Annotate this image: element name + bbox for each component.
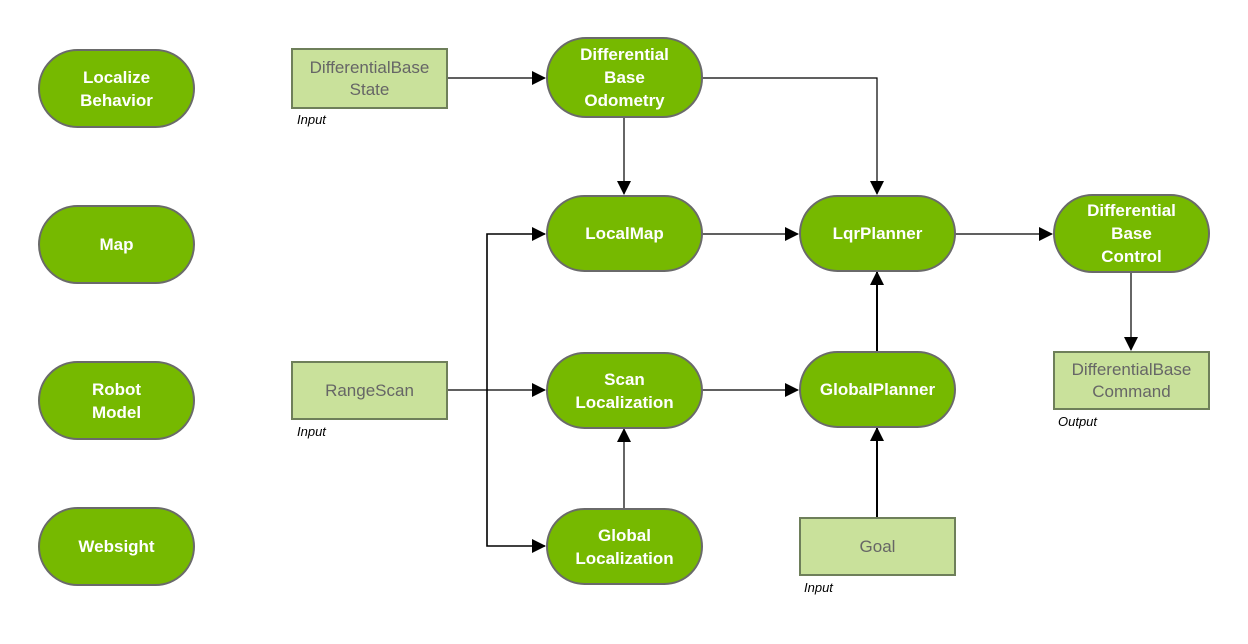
- message-goal[interactable]: Goal: [799, 517, 956, 576]
- node-localmap[interactable]: LocalMap: [546, 195, 703, 272]
- node-lqrplanner[interactable]: LqrPlanner: [799, 195, 956, 272]
- node-differential-base-control[interactable]: Differential Base Control: [1053, 194, 1210, 273]
- node-websight[interactable]: Websight: [38, 507, 195, 586]
- message-io-label: Output: [1058, 414, 1098, 429]
- edge-rangescan-to-globallocalization: [486, 390, 546, 553]
- node-globalplanner[interactable]: GlobalPlanner: [799, 351, 956, 428]
- node-robot-model[interactable]: Robot Model: [38, 361, 195, 440]
- node-differential-base-odometry[interactable]: Differential Base Odometry: [546, 37, 703, 118]
- edge-rangescan-to-localmap: [486, 227, 546, 390]
- message-io-label: Input: [297, 112, 326, 127]
- node-global-localization[interactable]: Global Localization: [546, 508, 703, 585]
- node-map[interactable]: Map: [38, 205, 195, 284]
- message-differentialbase-state[interactable]: DifferentialBase State: [291, 48, 448, 109]
- message-rangescan[interactable]: RangeScan: [291, 361, 448, 420]
- message-io-label: Input: [297, 424, 326, 439]
- node-scan-localization[interactable]: Scan Localization: [546, 352, 703, 429]
- edge-odometry-to-lqrplanner: [702, 77, 884, 195]
- message-io-label: Input: [804, 580, 833, 595]
- node-localize-behavior[interactable]: Localize Behavior: [38, 49, 195, 128]
- message-differentialbase-command[interactable]: DifferentialBase Command: [1053, 351, 1210, 410]
